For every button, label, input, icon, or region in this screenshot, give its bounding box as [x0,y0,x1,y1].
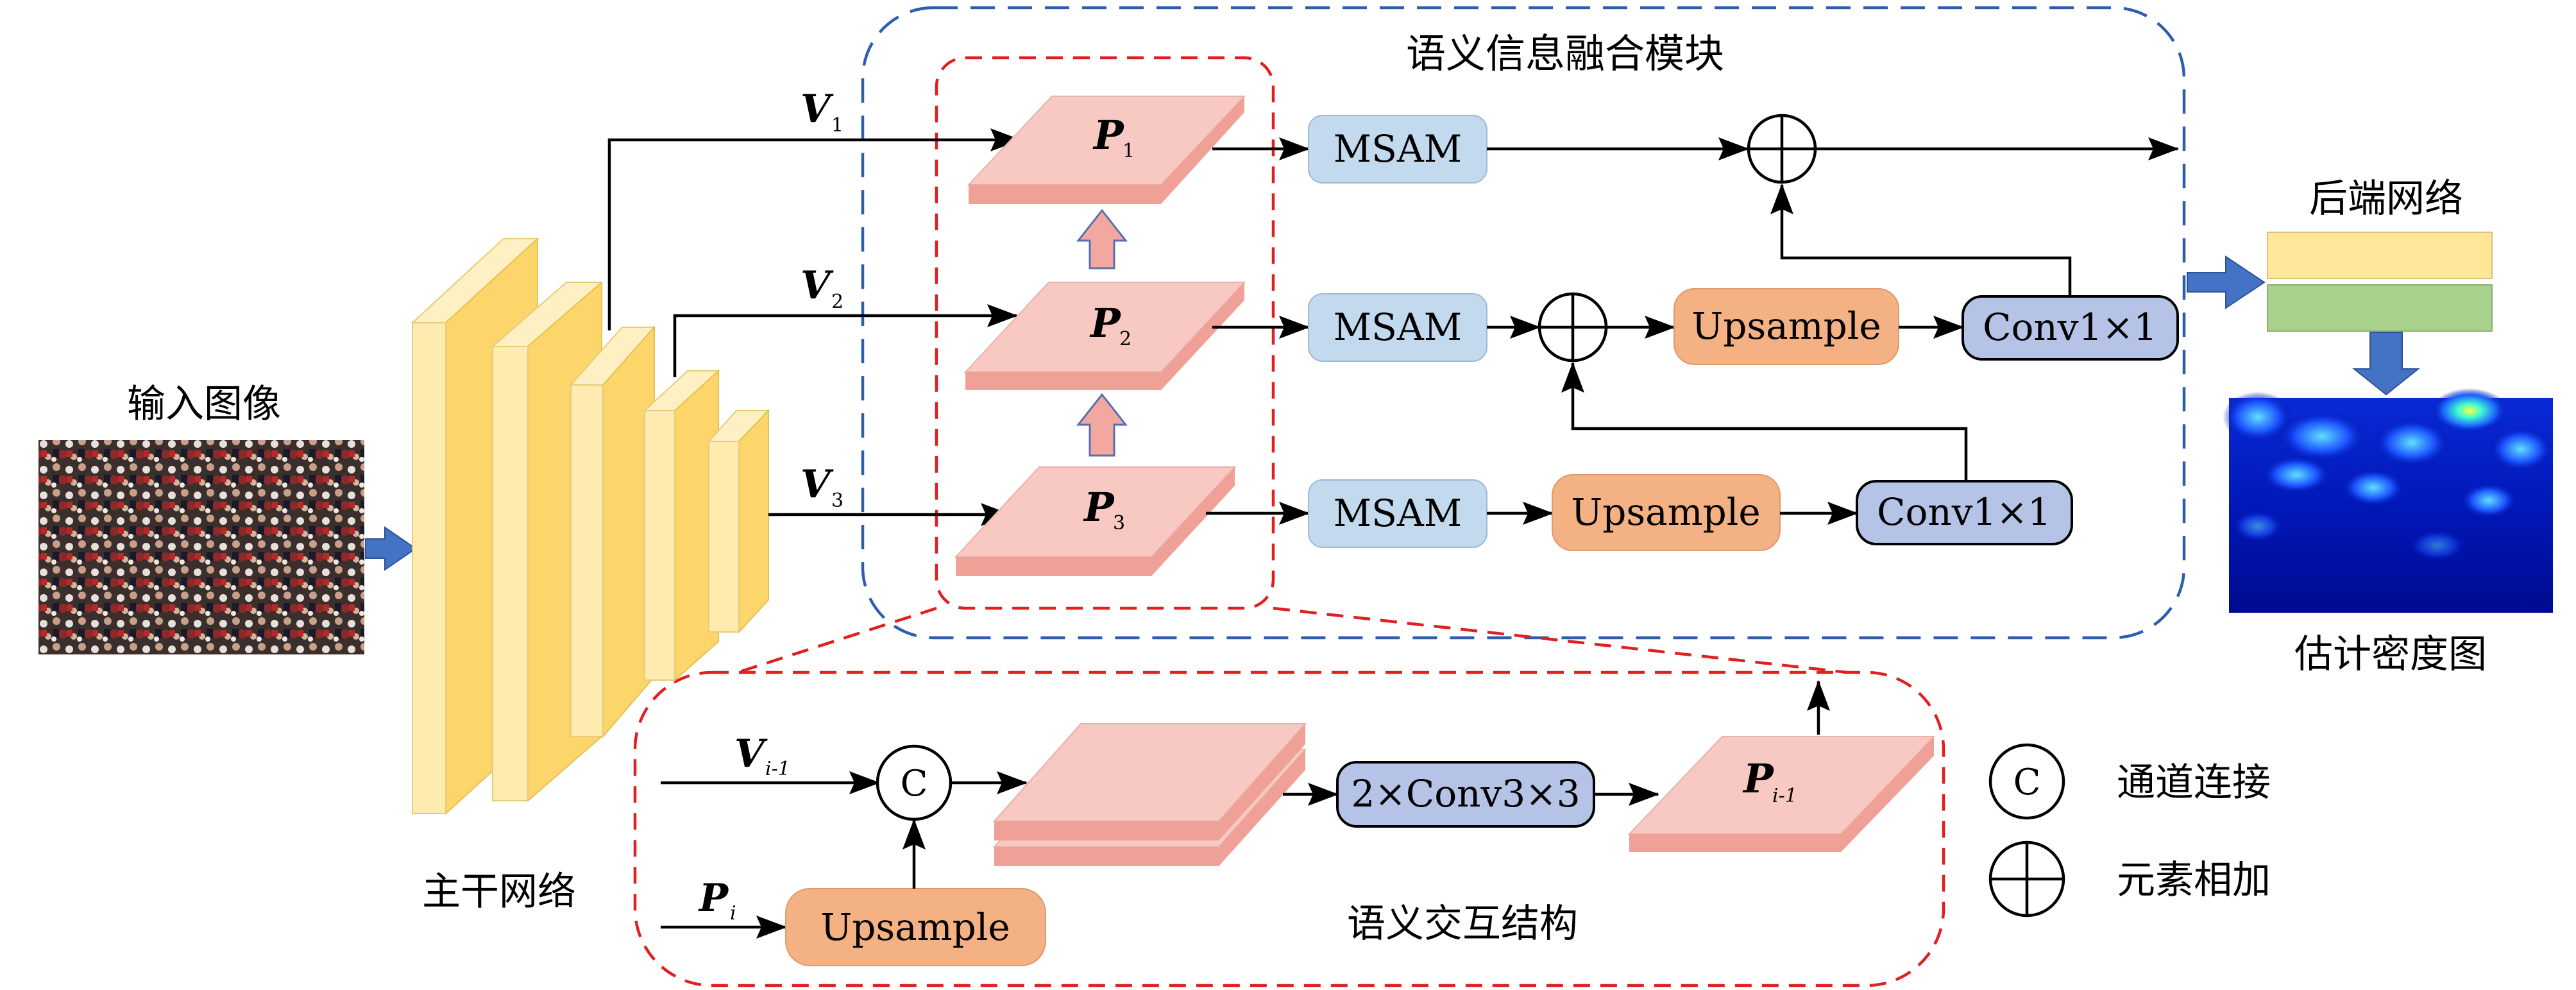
svg-text:V: V [734,731,768,776]
legend-concat-icon: C [1988,743,2065,820]
backend-label: 后端网络 [2309,176,2463,221]
conv3x3-label: 2×Conv3×3 [1351,772,1580,815]
svg-text:2: 2 [1119,328,1131,350]
upsample-2-label: Upsample [1691,304,1881,348]
svg-text:i-1: i-1 [765,758,790,780]
v2-connector [673,304,1018,377]
legend-add-label: 元素相加 [2117,858,2271,903]
svg-text:C: C [2013,762,2041,803]
svg-text:P: P [1092,112,1125,158]
fusion-module-title: 语义信息融合模块 [1406,30,1724,77]
v1-connector [607,128,1021,330]
concat-icon: C [876,744,953,821]
feature-p3: P 3 [954,466,1237,576]
v3-label: V 3 [801,462,843,512]
svg-text:i-1: i-1 [1772,785,1797,807]
backbone-label: 主干网络 [422,869,576,914]
conv1-row2-to-add1 [1770,183,2072,302]
svg-text:C: C [901,763,928,805]
zoom-line-left [737,606,937,674]
svg-text:1: 1 [831,114,843,137]
to-backend-arrow-icon [2187,255,2266,309]
svg-text:P: P [1742,755,1775,802]
feature-p2: P 2 [963,282,1246,390]
svg-text:i: i [730,902,736,925]
to-density-arrow-icon [2352,332,2420,396]
legend-add-icon [1988,841,2065,917]
p3-to-p2-arrow-icon [1076,393,1128,457]
svg-text:P: P [698,876,729,921]
upsample-3-label: Upsample [1571,490,1760,534]
vi-1-label: V i-1 [734,731,790,780]
density-map [2223,388,2553,613]
msam-3-label: MSAM [1334,491,1462,535]
interaction-frame [633,670,1945,987]
fusion-module-frame [861,6,2186,640]
add-2-icon [1538,292,1608,363]
svg-text:V: V [801,87,834,132]
input-arrow-icon [365,526,417,571]
v2-label: V 2 [801,263,843,313]
pi-label: P i [698,876,736,925]
conv1-row3-to-add2 [1561,362,1968,480]
svg-text:2: 2 [831,291,843,313]
conv1x1-2-label: Conv1×1 [1983,305,2157,349]
add-1-icon [1747,114,1817,184]
zoom-line-right [1273,606,1848,674]
msam-1-label: MSAM [1334,127,1462,171]
feature-pi-1: P i-1 [1627,736,1936,852]
svg-text:3: 3 [831,490,843,512]
svg-text:P: P [1083,484,1115,531]
svg-text:1: 1 [1123,140,1135,162]
concat-feature-stack [992,723,1307,866]
svg-text:P: P [1089,300,1122,346]
conv1x1-block-3 [1856,480,2073,545]
upsample-block-interaction [785,888,1046,966]
v1-label: V 1 [801,87,843,137]
backbone-slabs [411,237,770,815]
svg-text:V: V [801,263,834,308]
upsample-interaction-label: Upsample [820,905,1010,949]
interaction-title: 语义交互结构 [1347,901,1578,946]
density-map-label: 估计密度图 [2294,632,2487,677]
backend-layer-1 [2267,232,2493,279]
feature-p1: P 1 [967,96,1246,204]
svg-text:V: V [801,462,834,507]
pyramid-frame [935,56,1275,610]
conv1x1-3-label: Conv1×1 [1877,490,2051,534]
input-image-label: 输入图像 [127,382,281,427]
input-crowd-image [38,440,364,654]
msam-2-label: MSAM [1334,305,1462,349]
p2-to-p1-arrow-icon [1076,209,1128,269]
conv1x1-block-2 [1962,295,2179,361]
backend-layer-2 [2267,284,2493,332]
legend-concat-label: 通道连接 [2117,760,2271,805]
svg-text:3: 3 [1113,512,1125,534]
